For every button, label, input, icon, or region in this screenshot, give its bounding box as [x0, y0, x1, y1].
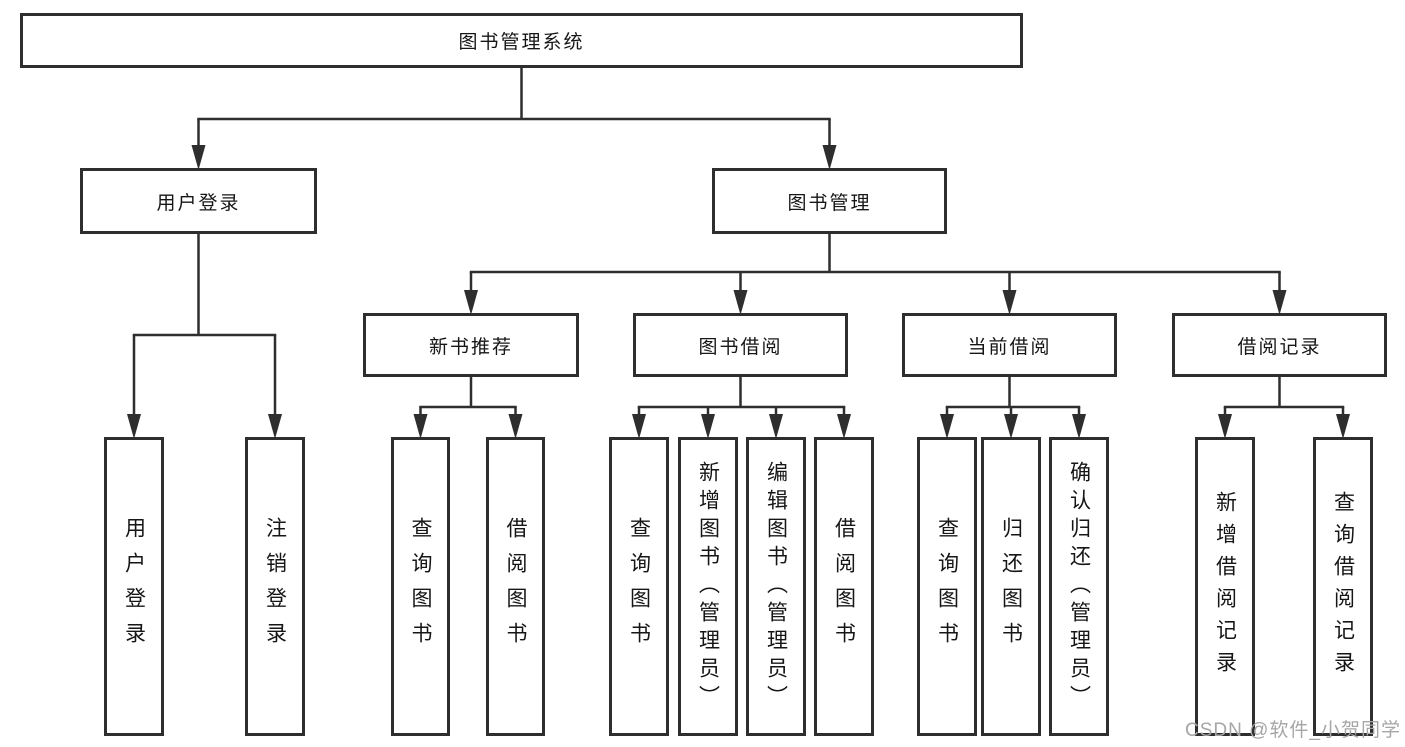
arrowhead-icon: [508, 414, 523, 439]
arrowhead-icon: [1002, 290, 1017, 315]
node-label: 借阅记录: [1237, 336, 1322, 358]
arrowhead-icon: [1218, 414, 1232, 439]
node-leaf-logout: 注销登录: [245, 437, 305, 736]
arrowhead-icon: [413, 414, 428, 439]
node-label: 图书借阅: [698, 336, 783, 358]
node-label: 当前借阅: [967, 336, 1052, 358]
node-root: 图书管理系统: [20, 13, 1023, 68]
node-label: 查询图书: [627, 516, 651, 657]
node-leaf-query-books-3: 查询图书: [917, 437, 977, 736]
arrowhead-icon: [1336, 414, 1350, 439]
node-leaf-edit-books: 编辑图书（管理员）: [746, 437, 806, 736]
arrowhead-icon: [701, 414, 715, 439]
arrowhead-icon: [1272, 290, 1287, 315]
node-leaf-add-borrow-record: 新增借阅记录: [1195, 437, 1255, 736]
node-label: 查询借阅记录: [1331, 490, 1355, 683]
arrowhead-icon: [733, 290, 748, 315]
node-leaf-borrow-books-1: 借阅图书: [486, 437, 545, 736]
node-leaf-query-books-1: 查询图书: [391, 437, 450, 736]
node-label: 新增借阅记录: [1213, 490, 1237, 683]
node-leaf-borrow-books-2: 借阅图书: [814, 437, 874, 736]
node-current-borrow: 当前借阅: [902, 313, 1117, 377]
node-label: 编辑图书（管理员）: [764, 460, 788, 713]
arrowhead-icon: [769, 414, 783, 439]
arrowhead-icon: [127, 414, 141, 439]
node-book-mgmt: 图书管理: [712, 168, 947, 234]
arrowhead-icon: [1004, 414, 1018, 439]
node-user-login: 用户登录: [80, 168, 317, 234]
node-new-book-rec: 新书推荐: [363, 313, 579, 377]
node-leaf-query-books-2: 查询图书: [609, 437, 669, 736]
node-label: 确认归还（管理员）: [1067, 460, 1091, 713]
arrowhead-icon: [822, 145, 837, 170]
node-label: 图书管理系统: [458, 32, 585, 53]
node-label: 归还图书: [999, 516, 1023, 657]
node-label: 用户登录: [156, 192, 241, 214]
node-label: 新书推荐: [428, 336, 513, 358]
watermark: CSDN @软件_小贺同学: [1185, 720, 1401, 741]
node-leaf-confirm-return: 确认归还（管理员）: [1049, 437, 1109, 736]
node-label: 注销登录: [263, 516, 287, 657]
node-leaf-return-books: 归还图书: [981, 437, 1041, 736]
node-leaf-query-borrow-record: 查询借阅记录: [1313, 437, 1373, 736]
arrowhead-icon: [1072, 414, 1086, 439]
arrowhead-icon: [191, 145, 206, 170]
arrowhead-icon: [837, 414, 851, 439]
node-borrow-records: 借阅记录: [1172, 313, 1387, 377]
node-label: 查询图书: [935, 516, 959, 657]
node-label: 新增图书（管理员）: [696, 460, 720, 713]
node-leaf-user-login: 用户登录: [104, 437, 164, 736]
arrowhead-icon: [940, 414, 954, 439]
node-label: 用户登录: [122, 516, 146, 657]
arrowhead-icon: [268, 414, 282, 439]
node-label: 查询图书: [409, 516, 432, 657]
arrowhead-icon: [632, 414, 646, 439]
node-label: 借阅图书: [504, 516, 527, 657]
node-leaf-add-books: 新增图书（管理员）: [678, 437, 738, 736]
node-label: 借阅图书: [832, 516, 856, 657]
node-label: 图书管理: [787, 192, 872, 214]
arrowhead-icon: [464, 290, 478, 315]
node-book-borrow: 图书借阅: [633, 313, 848, 377]
